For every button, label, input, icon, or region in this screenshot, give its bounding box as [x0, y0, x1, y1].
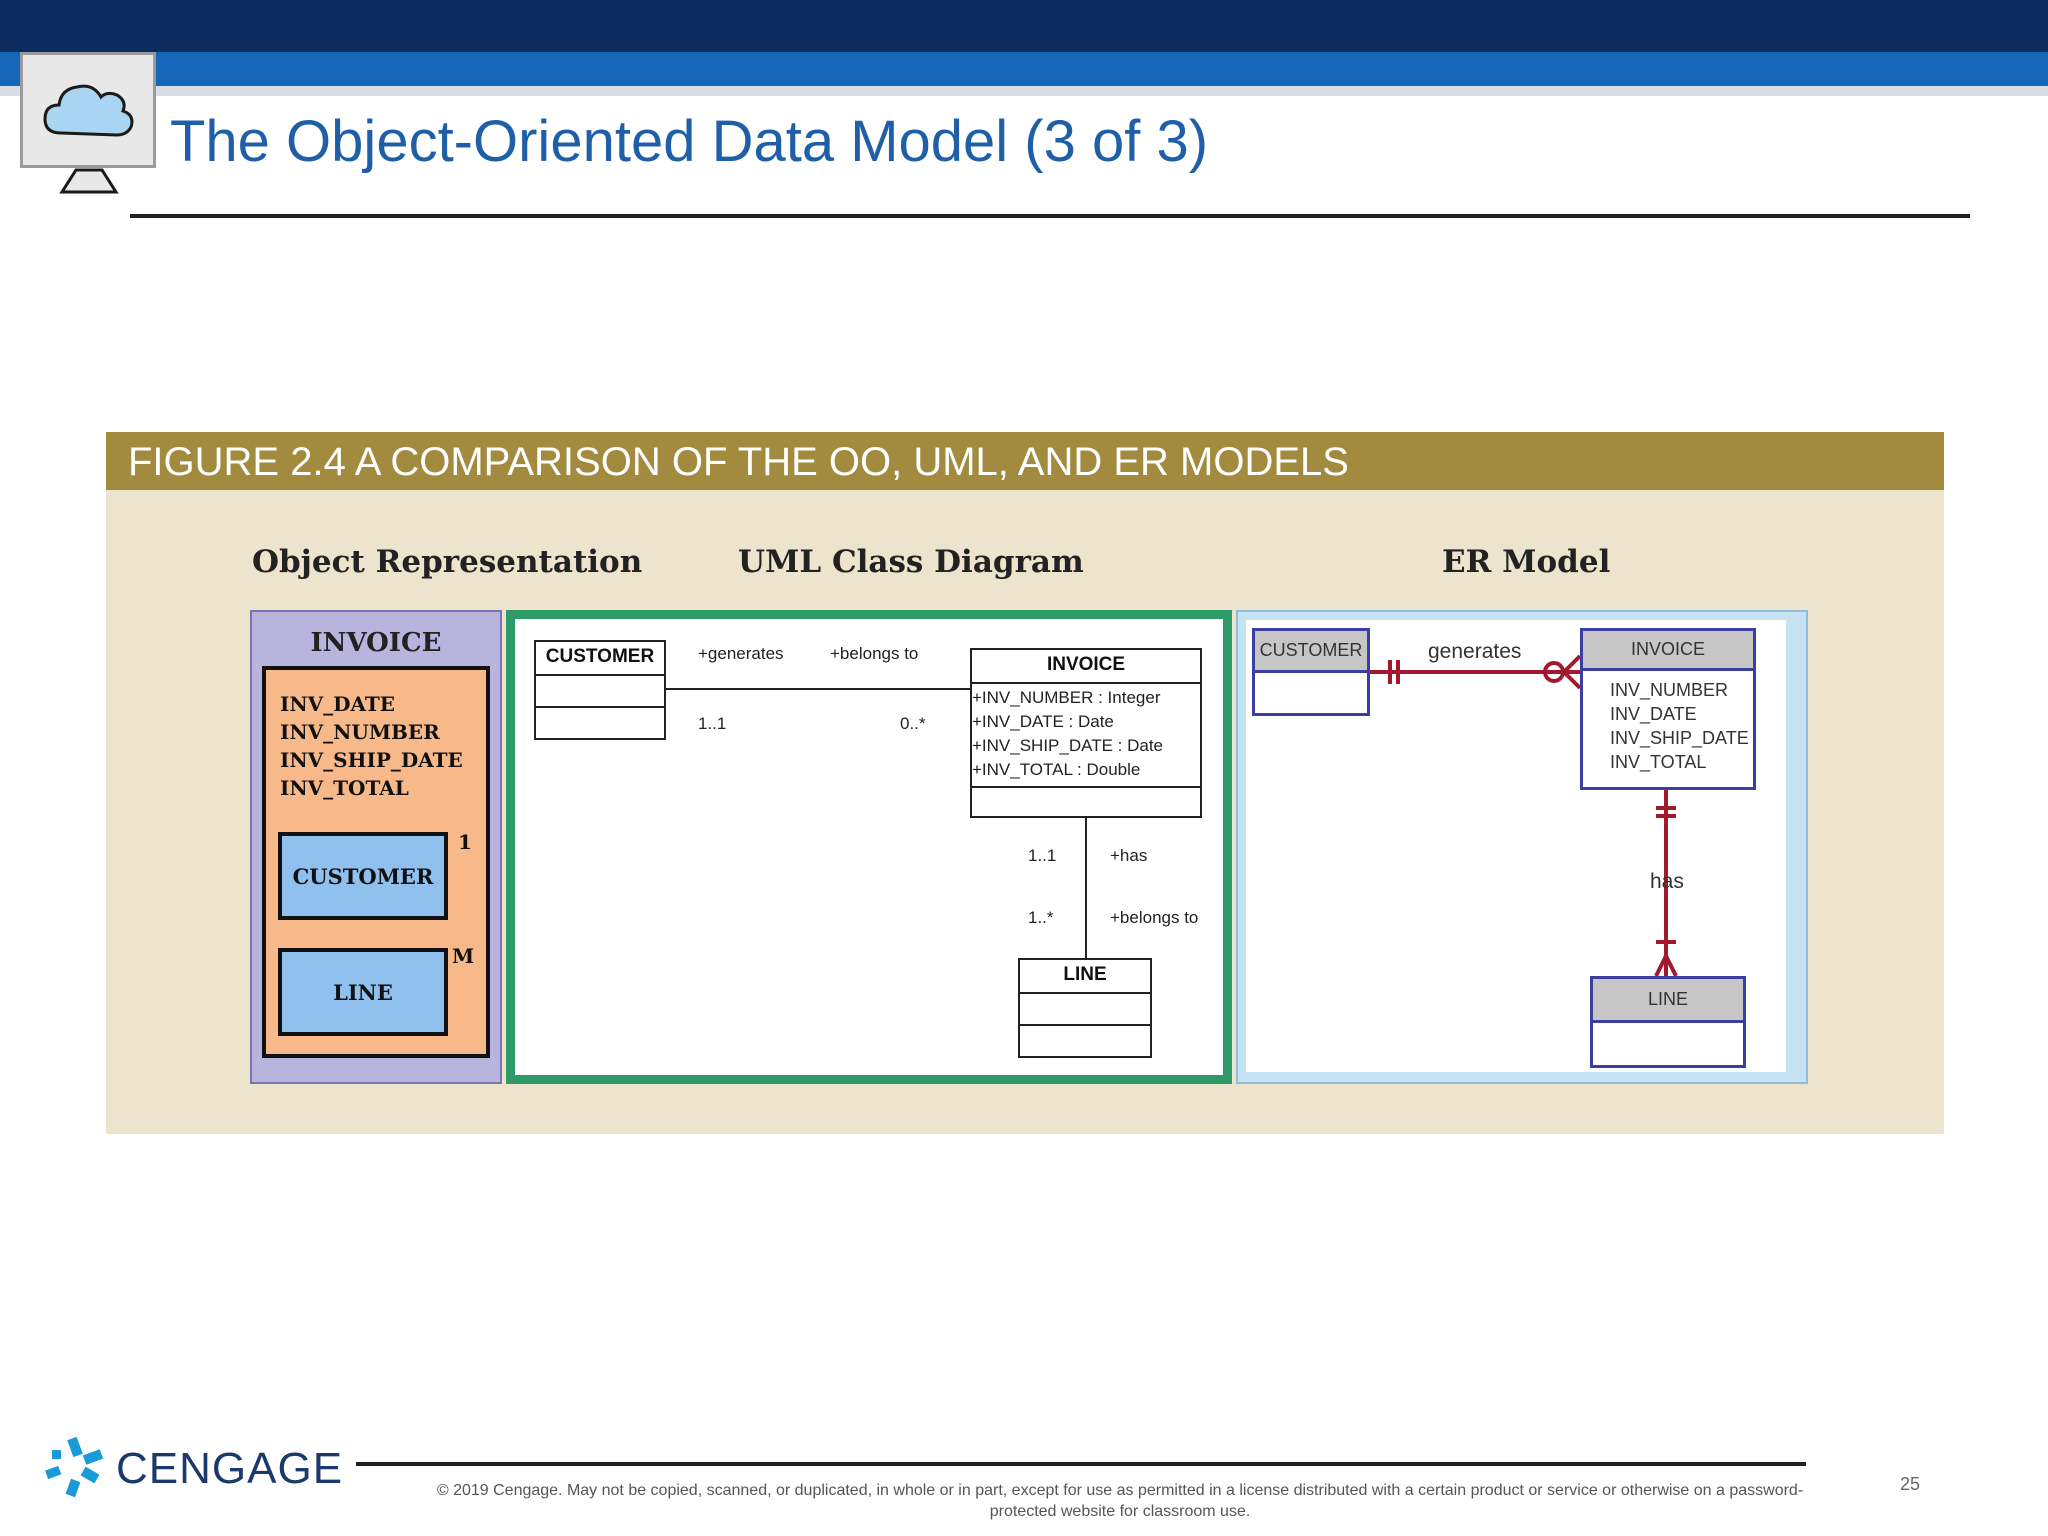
top-banner-grey	[0, 86, 2048, 96]
uml-invoice-attribute: +INV_SHIP_DATE : Date	[972, 736, 1164, 755]
copyright-notice: © 2019 Cengage. May not be copied, scann…	[380, 1480, 1860, 1522]
uml-compartment-divider	[1018, 992, 1152, 994]
er-relationship-has: has	[1650, 870, 1684, 893]
uml-role-belongs-to-line: +belongs to	[1110, 908, 1199, 927]
uml-customer-class	[534, 640, 666, 740]
section-label-er: ER Model	[1442, 544, 1611, 580]
uml-compartment-divider	[970, 786, 1202, 788]
er-customer-entity: CUSTOMER	[1252, 628, 1370, 716]
uml-invoice-attribute: +INV_NUMBER : Integer	[972, 688, 1161, 707]
page-number: 25	[1900, 1474, 1921, 1494]
figure-title: FIGURE 2.4 A COMPARISON OF THE OO, UML, …	[128, 440, 1349, 484]
object-customer-label: CUSTOMER	[292, 863, 434, 889]
object-customer-box: CUSTOMER	[278, 832, 448, 920]
object-attribute: INV_TOTAL	[280, 776, 409, 800]
uml-line-name: LINE	[1063, 964, 1107, 985]
er-invoice-entity: INVOICE	[1580, 628, 1756, 790]
uml-multiplicity-has-bottom: 1..*	[1028, 908, 1054, 927]
cengage-brand: CENGAGE	[116, 1444, 344, 1493]
uml-role-belongs-to: +belongs to	[830, 644, 919, 663]
top-banner-blue	[0, 52, 2048, 86]
cengage-logo-icon	[45, 1436, 104, 1498]
object-attribute: INV_DATE	[280, 692, 396, 716]
er-invoice-name: INVOICE	[1583, 631, 1753, 671]
object-attribute: INV_SHIP_DATE	[280, 748, 463, 772]
uml-multiplicity-invoice: 0..*	[900, 714, 926, 733]
er-crowfoot	[1562, 670, 1582, 690]
copyright-line-2: protected website for classroom use.	[989, 1503, 1251, 1520]
uml-association-has	[1085, 818, 1087, 958]
top-banner-dark	[0, 0, 2048, 52]
uml-line-class	[1018, 958, 1152, 1058]
uml-compartment-divider	[970, 682, 1202, 684]
object-customer-multiplicity: 1	[458, 830, 472, 854]
object-line-box: LINE	[278, 948, 448, 1036]
uml-invoice-attribute: +INV_TOTAL : Double	[972, 760, 1141, 779]
er-crowfoot	[1654, 955, 1668, 977]
er-line-name: LINE	[1593, 979, 1743, 1023]
title-divider	[130, 214, 1970, 218]
object-class-name: INVOICE	[310, 628, 442, 658]
section-label-uml: UML Class Diagram	[738, 544, 1084, 580]
object-line-multiplicity: M	[452, 944, 475, 968]
er-crowfoot	[1664, 955, 1678, 977]
copyright-line-1: © 2019 Cengage. May not be copied, scann…	[436, 1482, 1804, 1499]
er-invoice-attribute: INV_DATE	[1610, 704, 1697, 724]
uml-invoice-name: INVOICE	[1046, 654, 1126, 675]
er-invoice-attribute: INV_TOTAL	[1610, 752, 1707, 772]
object-line-label: LINE	[333, 979, 393, 1005]
uml-role-generates: +generates	[698, 644, 784, 663]
er-crowfoot	[1562, 654, 1582, 674]
uml-compartment-divider	[534, 674, 666, 676]
uml-multiplicity-has-top: 1..1	[1028, 846, 1057, 865]
footer-divider	[356, 1462, 1806, 1466]
cloud-icon	[43, 84, 134, 137]
uml-multiplicity-customer: 1..1	[698, 714, 727, 733]
uml-invoice-attribute: +INV_DATE : Date	[972, 712, 1114, 731]
section-label-object: Object Representation	[252, 544, 643, 580]
cloud-monitor-icon	[20, 52, 156, 168]
object-attribute: INV_NUMBER	[280, 720, 440, 744]
uml-invoice-class	[970, 648, 1202, 818]
er-line-entity: LINE	[1590, 976, 1746, 1068]
monitor-stand-icon	[59, 168, 119, 194]
uml-role-has: +has	[1110, 846, 1148, 865]
uml-customer-name: CUSTOMER	[545, 646, 655, 667]
uml-association-generates	[666, 688, 970, 690]
er-invoice-attribute: INV_NUMBER	[1610, 680, 1729, 700]
page-title: The Object-Oriented Data Model (3 of 3)	[170, 109, 1209, 174]
figure-header-bar	[106, 432, 1944, 490]
er-relationship-lines	[1370, 654, 1678, 977]
er-customer-name: CUSTOMER	[1255, 631, 1367, 673]
uml-compartment-divider	[534, 706, 666, 708]
uml-compartment-divider	[1018, 1024, 1152, 1026]
er-invoice-attribute: INV_SHIP_DATE	[1610, 728, 1749, 748]
er-relationship-generates: generates	[1428, 640, 1522, 663]
er-optional-circle	[1543, 661, 1565, 683]
